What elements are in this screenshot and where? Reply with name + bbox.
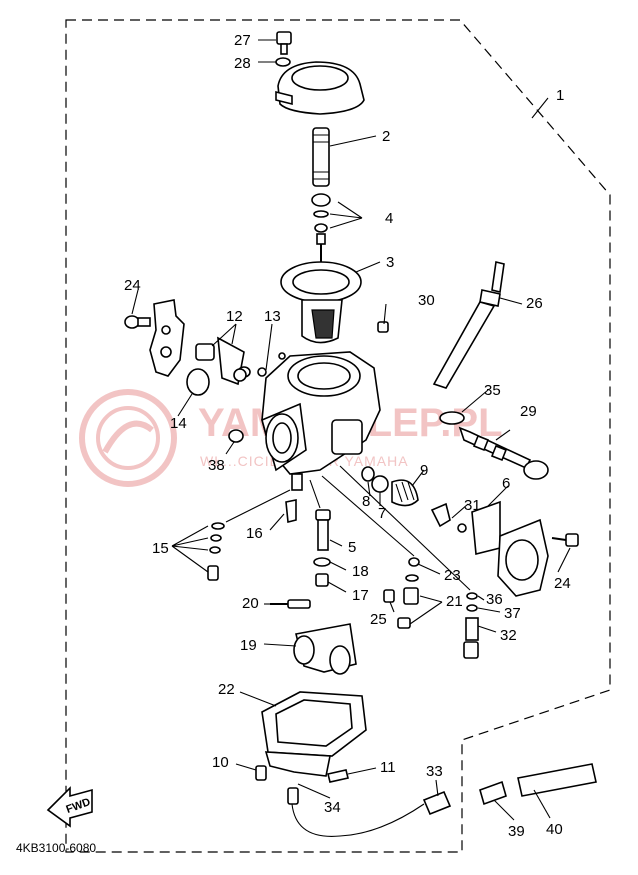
small-parts-21-37 [383,557,479,659]
callout-29: 29 [520,403,537,420]
callout-17: 17 [352,587,369,604]
callout-11: 11 [380,759,396,776]
callout-22: 22 [218,681,235,698]
callout-9: 9 [420,462,428,479]
callout-26: 26 [526,295,543,312]
hose-parts-39-40 [479,763,597,806]
callout-18: 18 [352,563,369,580]
callout-34: 34 [324,799,341,816]
diaphragm-piston-3 [280,244,362,344]
diagram-code: 4KB3100-6080 [16,841,96,855]
callout-28: 28 [234,55,251,72]
callout-5: 5 [348,539,356,556]
float-chamber-22 [255,691,367,783]
float-19-screw-20 [270,599,357,675]
leader-lines [131,39,571,821]
callout-35: 35 [484,382,501,399]
drain-hose-33-34 [287,787,452,837]
callout-36: 36 [486,591,503,608]
callout-14: 14 [170,415,187,432]
fwd-arrow-icon: FWD [46,786,93,828]
needle-jet-5-17-18 [313,509,331,587]
callout-19: 19 [240,637,257,654]
callout-23: 23 [444,567,461,584]
throttle-stop-screw-29 [439,411,549,480]
callout-3: 3 [386,254,394,271]
callout-32: 32 [500,627,517,644]
callout-8: 8 [362,493,370,510]
callout-25: 25 [370,611,387,628]
callout-20: 20 [242,595,259,612]
callout-31: 31 [464,497,481,514]
callout-13: 13 [264,308,281,325]
callout-38: 38 [208,457,225,474]
top-cover-group [275,31,365,115]
callout-1: 1 [556,87,564,104]
cover-6-group [430,500,579,597]
assembly-boundary [65,19,611,853]
callout-10: 10 [212,754,229,771]
callout-4: 4 [385,210,393,227]
callout-16: 16 [246,525,263,542]
callout-7: 7 [378,505,386,522]
throttle-cable-tube-26 [432,261,505,389]
plunger-7-8-9 [361,466,419,507]
callout-40: 40 [546,821,563,838]
needle-parts-4 [311,193,331,245]
bracket-24-left [124,299,185,377]
callout-30: 30 [418,292,435,309]
callout-27: 27 [234,32,251,49]
callout-12: 12 [226,308,243,325]
callout-24-left: 24 [124,277,141,294]
callout-6: 6 [502,475,510,492]
callout-24-right: 24 [554,575,571,592]
spring-2 [312,127,330,187]
carburetor-body-1 [228,321,389,491]
callout-15: 15 [152,540,169,557]
callout-39: 39 [508,823,525,840]
callout-labels: 27 28 1 2 4 3 30 26 24 12 13 14 35 29 38… [124,32,571,840]
callout-2: 2 [382,128,390,145]
callout-37: 37 [504,605,521,622]
callout-21: 21 [446,593,463,610]
callout-33: 33 [426,763,443,780]
jets-15-16 [207,499,297,581]
